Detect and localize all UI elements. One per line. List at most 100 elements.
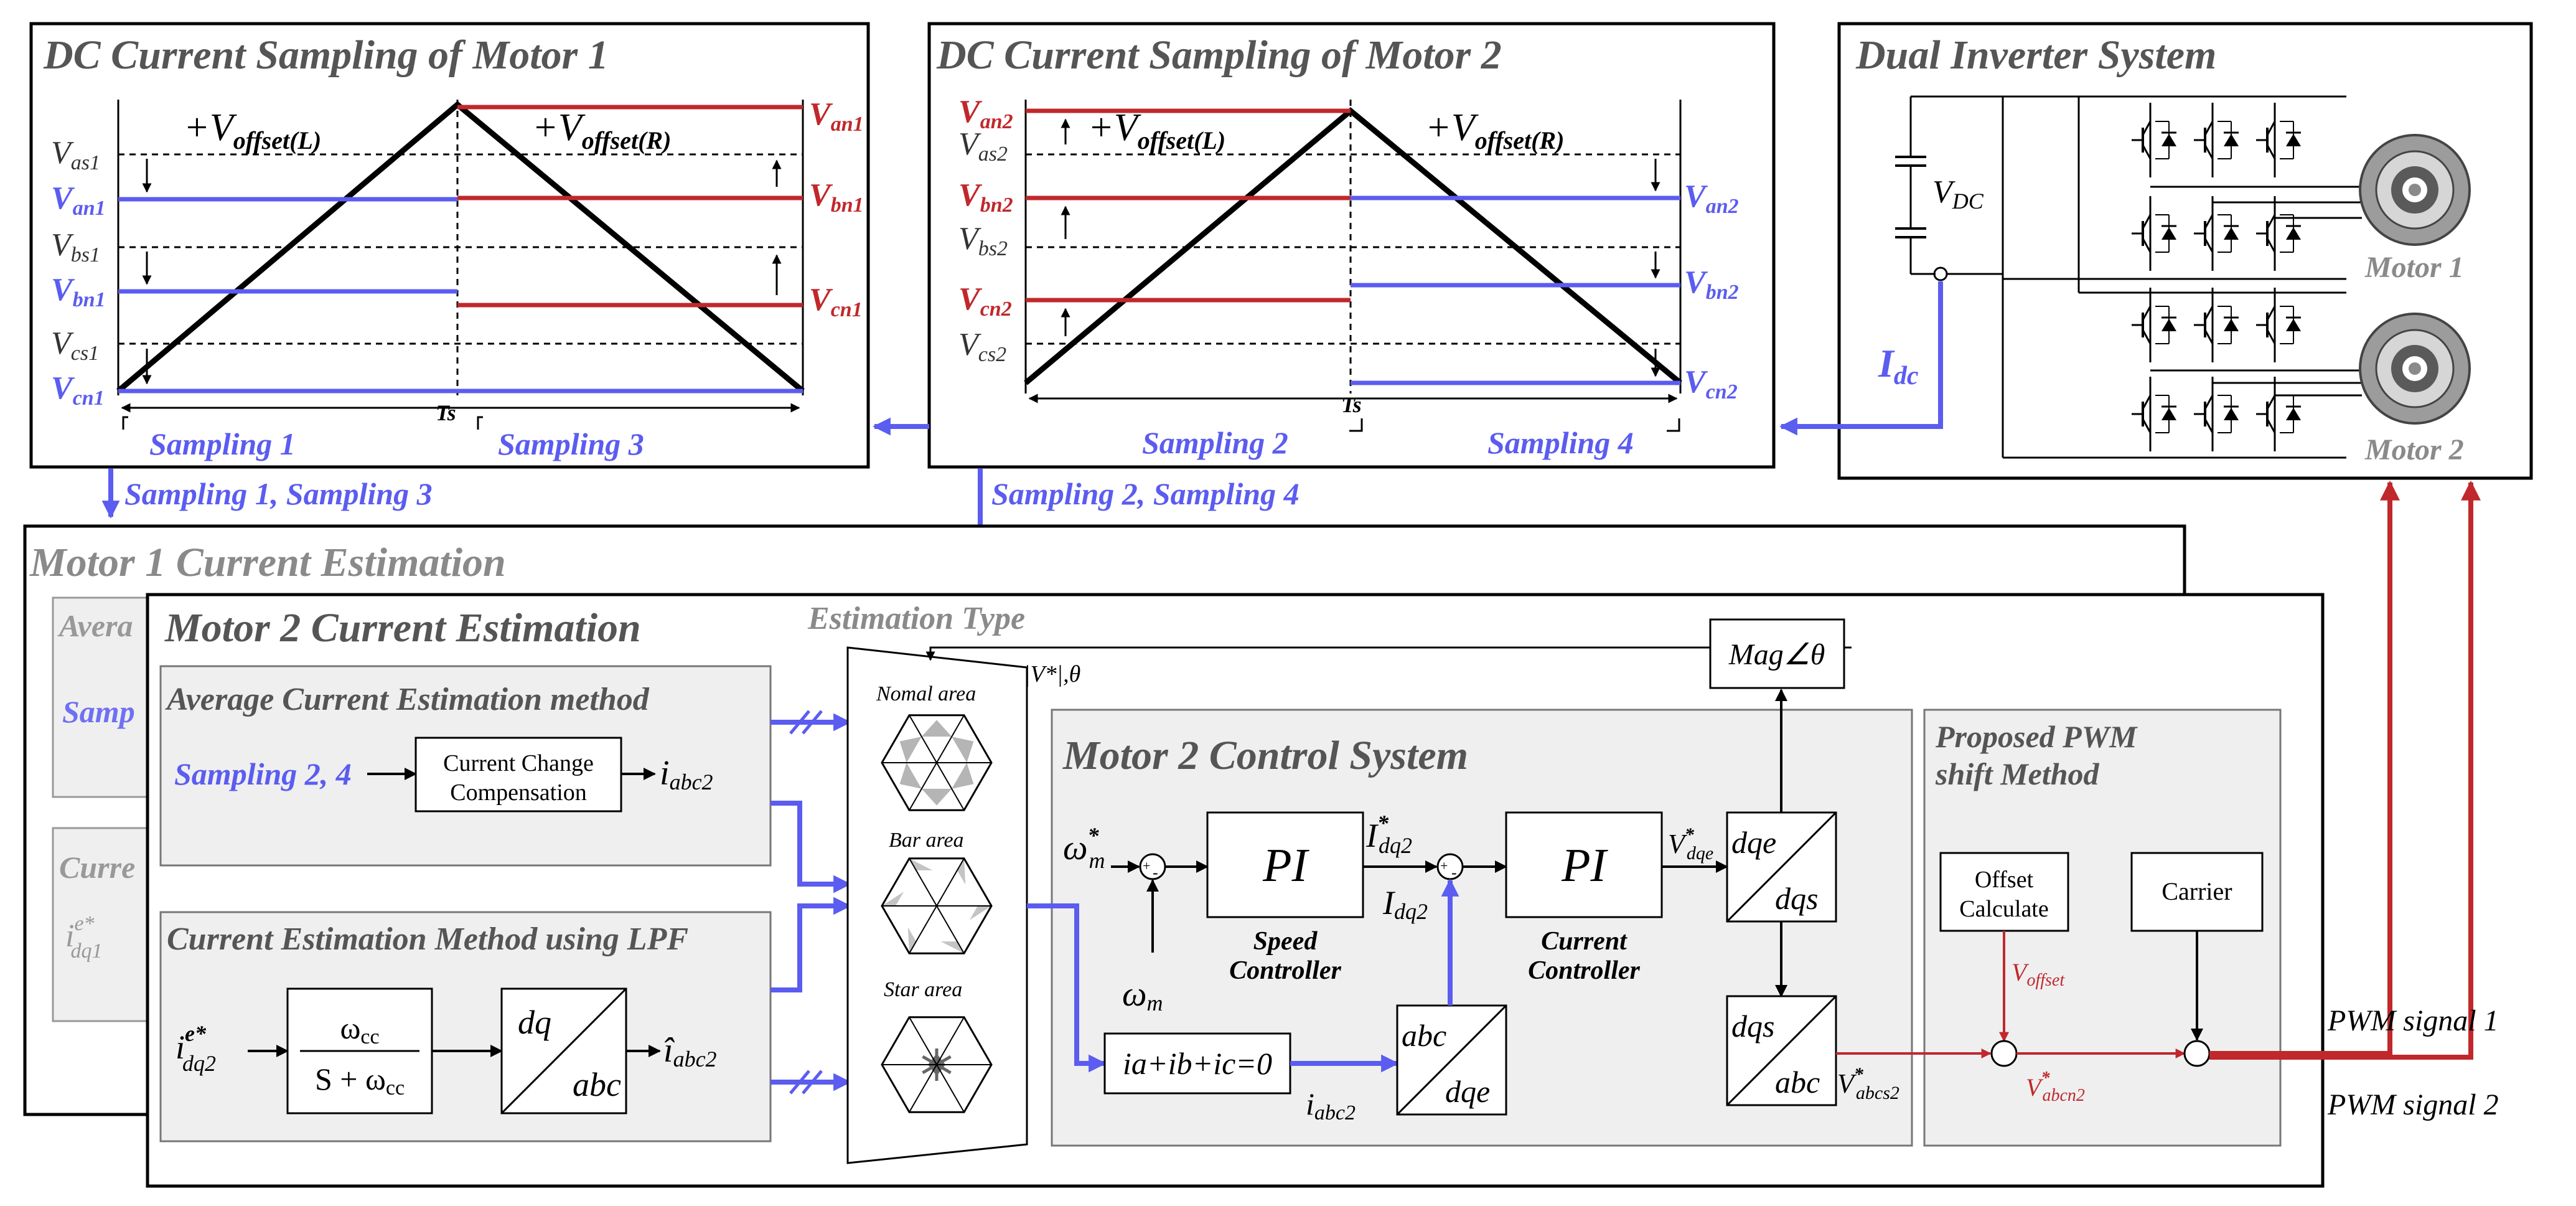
- s1-left-label-2: Vbs1: [51, 227, 100, 266]
- lpf-denominator: S + ωcc: [315, 1062, 405, 1100]
- motor1-est-fragment-idq: ie*dq1: [65, 912, 103, 963]
- speed-pi-block: [1206, 811, 1364, 918]
- current-change-compensation-block: [415, 737, 622, 813]
- igbt-switch: [2256, 103, 2301, 177]
- panel-sampling-motor1: DC Current Sampling of Motor 1 Ts +Voffs…: [29, 22, 870, 469]
- s2-left-label-4: Vcn2: [958, 281, 1012, 321]
- bar-area-sector: [969, 906, 991, 920]
- s2-right-label-0: Van2: [1684, 179, 1739, 218]
- s1-left-label-0: Vas1: [51, 135, 100, 174]
- igbt-switch: [2194, 196, 2239, 271]
- panel-sampling-motor2-title: DC Current Sampling of Motor 2: [936, 32, 1502, 78]
- motor1-symbol: [2359, 134, 2471, 246]
- bar-area-hexagon: [881, 857, 993, 954]
- control-system-title: Motor 2 Control System: [1062, 733, 1468, 778]
- dqs-abc-top: dqs: [1731, 1009, 1774, 1043]
- motor1-est-fragment-samp: Samp: [62, 694, 135, 729]
- idq2-input-label: ie*dq2: [176, 1021, 216, 1076]
- bar-area-sector: [907, 927, 916, 954]
- iabc2-label: iabc2: [660, 754, 713, 794]
- normal-area-sector: [952, 763, 974, 789]
- star-area-hexagon: [881, 1016, 993, 1113]
- carrier-label: Carrier: [2161, 877, 2232, 905]
- normal-area-sector: [921, 788, 952, 806]
- s2-right-label-1: Vbn2: [1684, 265, 1739, 304]
- svg-text:-: -: [1153, 864, 1158, 882]
- motor1-est-title: Motor 1 Current Estimation: [29, 540, 506, 585]
- motor2-est-title: Motor 2 Current Estimation: [164, 605, 641, 651]
- igbt-switch: [2256, 288, 2301, 362]
- abc-dqe-top: abc: [1402, 1018, 1446, 1053]
- dqs-abc-bottom: abc: [1775, 1065, 1820, 1100]
- estimation-type-title: Estimation Type: [807, 601, 1025, 636]
- s1-right-label-1: Vbn1: [809, 177, 864, 217]
- s1-right-label-0: Van1: [809, 97, 864, 136]
- s2-left-label-1: Vas2: [958, 126, 1008, 166]
- panel-dual-inverter: Dual Inverter System VDC: [1779, 22, 2533, 480]
- dqe-dqs-top: dqe: [1731, 825, 1776, 860]
- s1-left-label-1: Van1: [51, 181, 106, 220]
- bar-area-sector: [957, 858, 966, 885]
- sampling-4-label: Sampling 4: [1487, 425, 1634, 460]
- normal-area-hexagon: [881, 714, 993, 811]
- carrier-compare-junction: [2183, 1040, 2211, 1067]
- pwm-title-line2: shift Method: [1935, 756, 2100, 791]
- pwm-signal-2-label: PWM signal 2: [2327, 1088, 2499, 1121]
- sampling-2-label: Sampling 2: [1142, 425, 1288, 460]
- s2-right-label-2: Vcn2: [1684, 364, 1738, 403]
- igbt-switch: [2256, 196, 2301, 271]
- pwm-signal-1-label: PWM signal 1: [2327, 1004, 2499, 1037]
- sampling-3-label: Sampling 3: [498, 426, 644, 461]
- s1-right-label-2: Vcn1: [809, 282, 863, 321]
- bar-area-label: Bar area: [889, 829, 964, 852]
- ihat-abc2-label: îabc2: [663, 1031, 717, 1072]
- lpf-numerator: ωcc: [340, 1010, 379, 1048]
- svg-text:+: +: [1440, 858, 1448, 874]
- normal-area-sector: [921, 720, 952, 737]
- igbt-switch: [2132, 103, 2176, 177]
- igbt-switch: [2194, 377, 2239, 451]
- ccc-line2: Compensation: [450, 780, 587, 806]
- offset-calculate-block: [1939, 852, 2069, 932]
- pwm-title-line1: Proposed PWM: [1935, 719, 2138, 754]
- voffset-label: Voffset: [2012, 958, 2065, 990]
- offset-right-1: +Voffset(R): [532, 106, 671, 154]
- link-s24-label: Sampling 2, Sampling 4: [991, 476, 1300, 511]
- offset-summing-junction: [1990, 1040, 2018, 1067]
- lpf-method-panel: [159, 911, 772, 1142]
- pwm-signal-2-path: [2209, 480, 2481, 1060]
- motor1-label: Motor 1: [2364, 251, 2464, 284]
- s1-left-label-4: Vcs1: [51, 326, 99, 365]
- kcl-label: ia+ib+ic=0: [1123, 1046, 1272, 1081]
- sampling-1-label: Sampling 1: [149, 426, 296, 461]
- avg-method-title: Average Current Estimation method: [165, 682, 650, 717]
- ccc-line1: Current Change: [443, 750, 594, 776]
- panel-dual-inverter-title: Dual Inverter System: [1855, 32, 2216, 78]
- offset-left-2: +Voffset(L): [1088, 106, 1225, 154]
- motor2-symbol: [2359, 313, 2471, 425]
- carrier-block: [2130, 852, 2264, 932]
- dq-abc-block-1-top: dq: [518, 1004, 551, 1041]
- abc-dqe-bottom: dqe: [1445, 1074, 1490, 1109]
- vabcn2-label: V*abcn2: [2026, 1068, 2085, 1105]
- offset-right-2: +Voffset(R): [1425, 106, 1564, 154]
- speed-controller-line2: Controller: [1229, 956, 1341, 985]
- s2-left-label-3: Vbs2: [958, 221, 1008, 260]
- igbt-switch: [2132, 196, 2176, 271]
- igbt-switch: [2132, 288, 2176, 362]
- dqe-dqs-bottom: dqs: [1775, 881, 1818, 916]
- offset-left-1: +Voffset(L): [184, 106, 321, 154]
- vdqe-label: V*dqe: [1668, 824, 1713, 864]
- lpf-method-title: Current Estimation Method using LPF: [167, 921, 688, 957]
- motor1-est-fragment-avg: Avera: [57, 608, 133, 643]
- s1-left-label-3: Vbn1: [51, 272, 106, 311]
- current-pi-label: PI: [1561, 839, 1608, 892]
- svg-text:+: +: [1143, 858, 1150, 874]
- normal-area-sector: [899, 763, 922, 789]
- link-s13-label: Sampling 1, Sampling 3: [124, 476, 433, 511]
- star-area-label: Star area: [884, 978, 962, 1001]
- mag-theta-block: [1709, 618, 1845, 689]
